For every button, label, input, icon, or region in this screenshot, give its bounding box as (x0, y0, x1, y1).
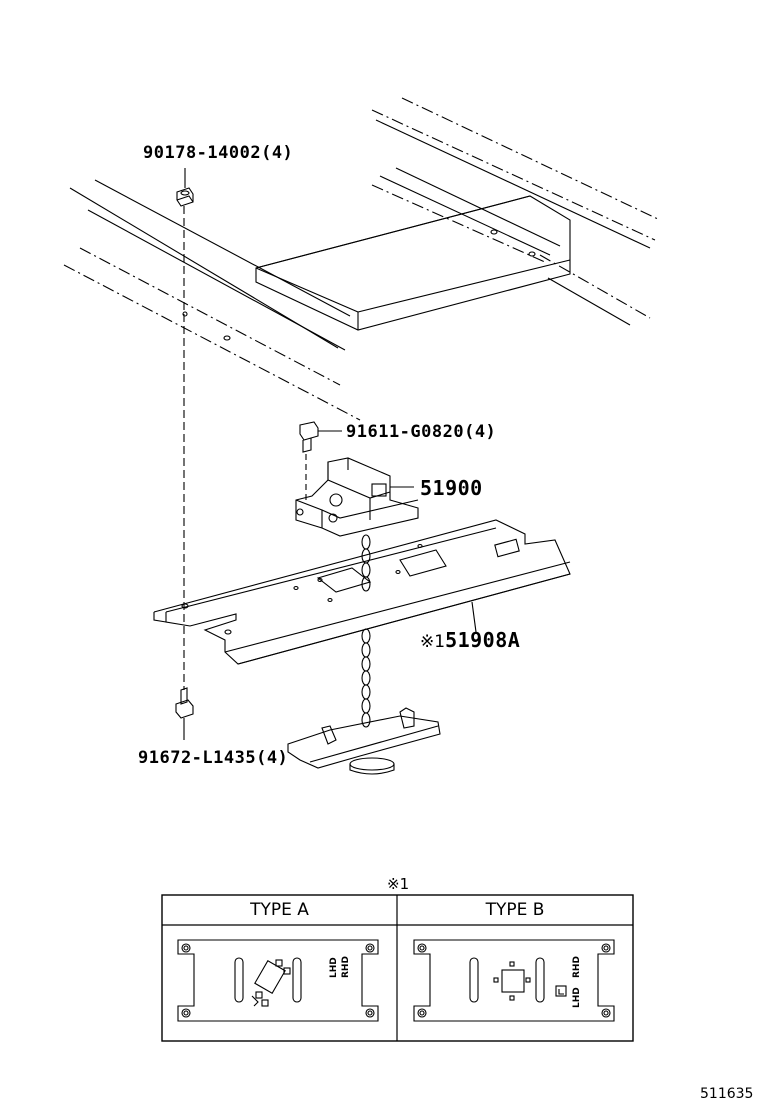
bolt-91611-G0820 (299, 421, 342, 500)
type-a-lhd-mark: LHD (329, 957, 339, 978)
part-label-91611-G0820: 91611-G0820(4) (346, 422, 497, 442)
type-a-rhd-mark: RHD (341, 956, 351, 978)
figure-id: 511635 (700, 1086, 754, 1102)
type-b-lhd-mark: LHD (572, 987, 582, 1008)
part-label-90178-14002: 90178-14002(4) (143, 143, 294, 163)
part-label-51908A: 51908A (445, 628, 521, 652)
nut-90178-14002 (176, 168, 194, 207)
type-a-plate (177, 939, 379, 1022)
type-a-header: TYPE A (250, 900, 309, 920)
part-label-91672-L1435: 91672-L1435(4) (138, 748, 289, 768)
legend-marker: ※1 (387, 875, 410, 893)
tire-carrier-51900 (295, 457, 419, 537)
part-label-51900: 51900 (420, 476, 483, 500)
type-b-header: TYPE B (485, 900, 545, 920)
vehicle-frame (63, 97, 661, 421)
part-label-51908A-group: ※151908A (420, 628, 520, 652)
chain (361, 534, 371, 728)
bolt-91672-L1435 (175, 687, 194, 740)
tire-hanger (287, 707, 441, 775)
type-legend-table (161, 894, 634, 1042)
reference-marker: ※1 (420, 632, 446, 652)
type-b-rhd-mark: RHD (572, 956, 582, 978)
bracket-51908A (153, 519, 571, 665)
type-b-plate (413, 939, 615, 1022)
